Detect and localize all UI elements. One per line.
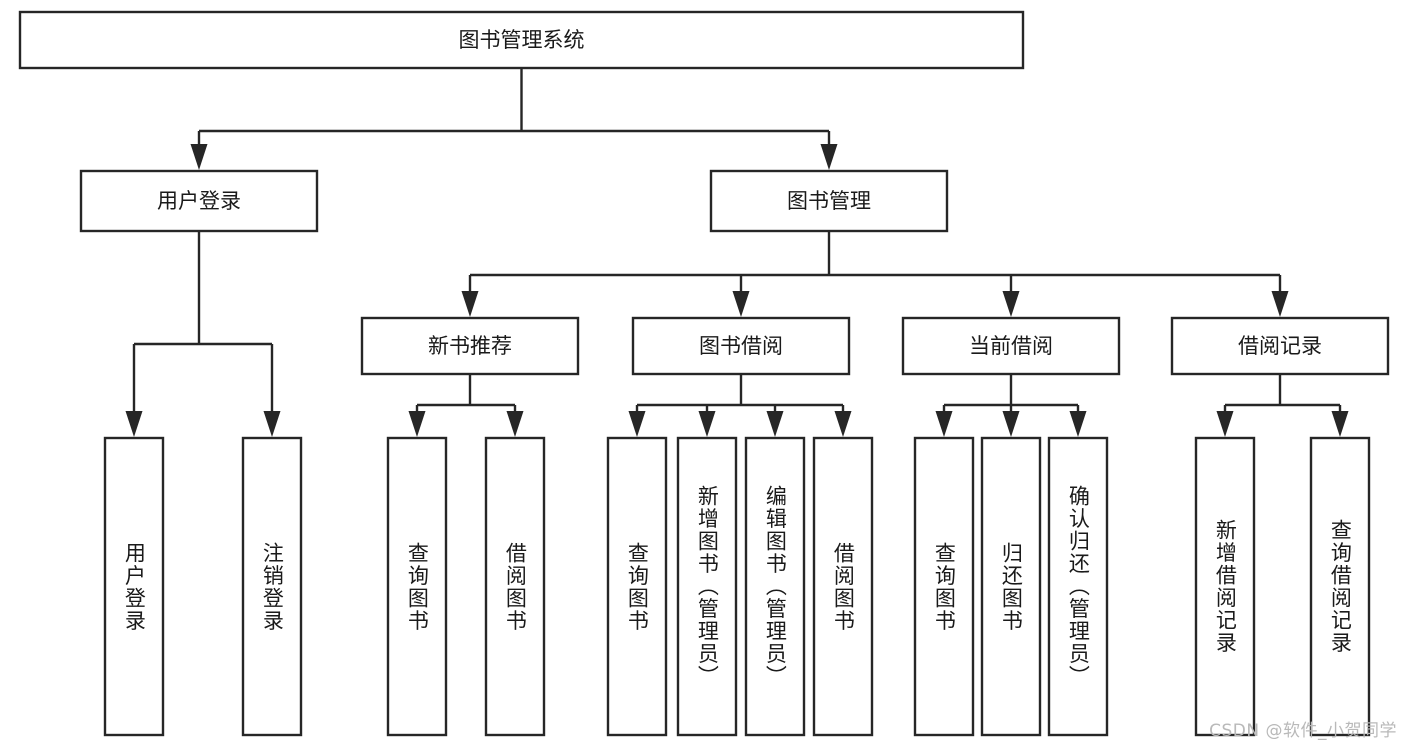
connector-layer	[125, 68, 1349, 437]
node-leaf-logout[interactable]	[241, 436, 303, 737]
arrow-head-icon	[935, 411, 953, 437]
arrow-head-icon	[628, 411, 646, 437]
node-leaf-borrow-book-1[interactable]	[484, 436, 546, 737]
arrow-head-icon	[766, 411, 784, 437]
node-leaf-query-book-1[interactable]	[386, 436, 448, 737]
node-box[interactable]	[631, 316, 851, 376]
node-box[interactable]	[980, 436, 1042, 737]
arrow-head-icon	[1216, 411, 1234, 437]
arrow-head-icon	[506, 411, 524, 437]
arrow-head-icon	[461, 291, 479, 317]
node-new-book-rec[interactable]: 新书推荐	[360, 316, 580, 376]
node-box[interactable]	[79, 169, 319, 233]
node-leaf-confirm-return[interactable]	[1047, 436, 1109, 737]
arrow-head-icon	[1331, 411, 1349, 437]
node-box[interactable]	[812, 436, 874, 737]
node-label: 借阅记录	[1238, 334, 1322, 358]
node-box[interactable]	[744, 436, 806, 737]
node-box[interactable]	[1047, 436, 1109, 737]
arrow-head-icon	[820, 144, 838, 170]
arrow-head-icon	[698, 411, 716, 437]
node-leaf-return-book[interactable]	[980, 436, 1042, 737]
node-box[interactable]	[709, 169, 949, 233]
node-label: 图书管理	[787, 189, 871, 213]
node-current-borrow[interactable]: 当前借阅	[901, 316, 1121, 376]
node-box[interactable]	[1194, 436, 1256, 737]
arrow-head-icon	[1069, 411, 1087, 437]
node-box[interactable]	[360, 316, 580, 376]
node-leaf-add-record[interactable]	[1194, 436, 1256, 737]
node-leaf-user-login[interactable]	[103, 436, 165, 737]
arrow-head-icon	[125, 411, 143, 437]
node-box[interactable]	[913, 436, 975, 737]
node-box[interactable]	[484, 436, 546, 737]
node-box[interactable]	[606, 436, 668, 737]
node-leaf-query-book-2[interactable]	[606, 436, 668, 737]
node-leaf-query-record[interactable]	[1309, 436, 1371, 737]
node-leaf-borrow-book-2[interactable]	[812, 436, 874, 737]
node-leaf-add-book[interactable]	[676, 436, 738, 737]
node-label: 用户登录	[157, 189, 241, 213]
node-box[interactable]	[1170, 316, 1390, 376]
node-box[interactable]	[103, 436, 165, 737]
arrow-head-icon	[408, 411, 426, 437]
node-label: 图书借阅	[699, 334, 783, 358]
node-borrow-record[interactable]: 借阅记录	[1170, 316, 1390, 376]
node-root[interactable]: 图书管理系统	[18, 10, 1025, 70]
arrow-head-icon	[263, 411, 281, 437]
node-leaf-edit-book[interactable]	[744, 436, 806, 737]
node-box[interactable]	[18, 10, 1025, 70]
node-label: 新书推荐	[428, 334, 512, 358]
node-box[interactable]	[1309, 436, 1371, 737]
node-box[interactable]	[676, 436, 738, 737]
arrow-head-icon	[1002, 411, 1020, 437]
node-label: 当前借阅	[969, 334, 1053, 358]
arrow-head-icon	[1002, 291, 1020, 317]
arrow-head-icon	[1271, 291, 1289, 317]
node-box[interactable]	[901, 316, 1121, 376]
node-book-manage[interactable]: 图书管理	[709, 169, 949, 233]
arrow-head-icon	[732, 291, 750, 317]
node-book-borrow[interactable]: 图书借阅	[631, 316, 851, 376]
node-box[interactable]	[386, 436, 448, 737]
arrow-head-icon	[190, 144, 208, 170]
node-user-login[interactable]: 用户登录	[79, 169, 319, 233]
arrow-head-icon	[834, 411, 852, 437]
node-leaf-query-book-3[interactable]	[913, 436, 975, 737]
node-box[interactable]	[241, 436, 303, 737]
node-label: 图书管理系统	[459, 28, 585, 52]
